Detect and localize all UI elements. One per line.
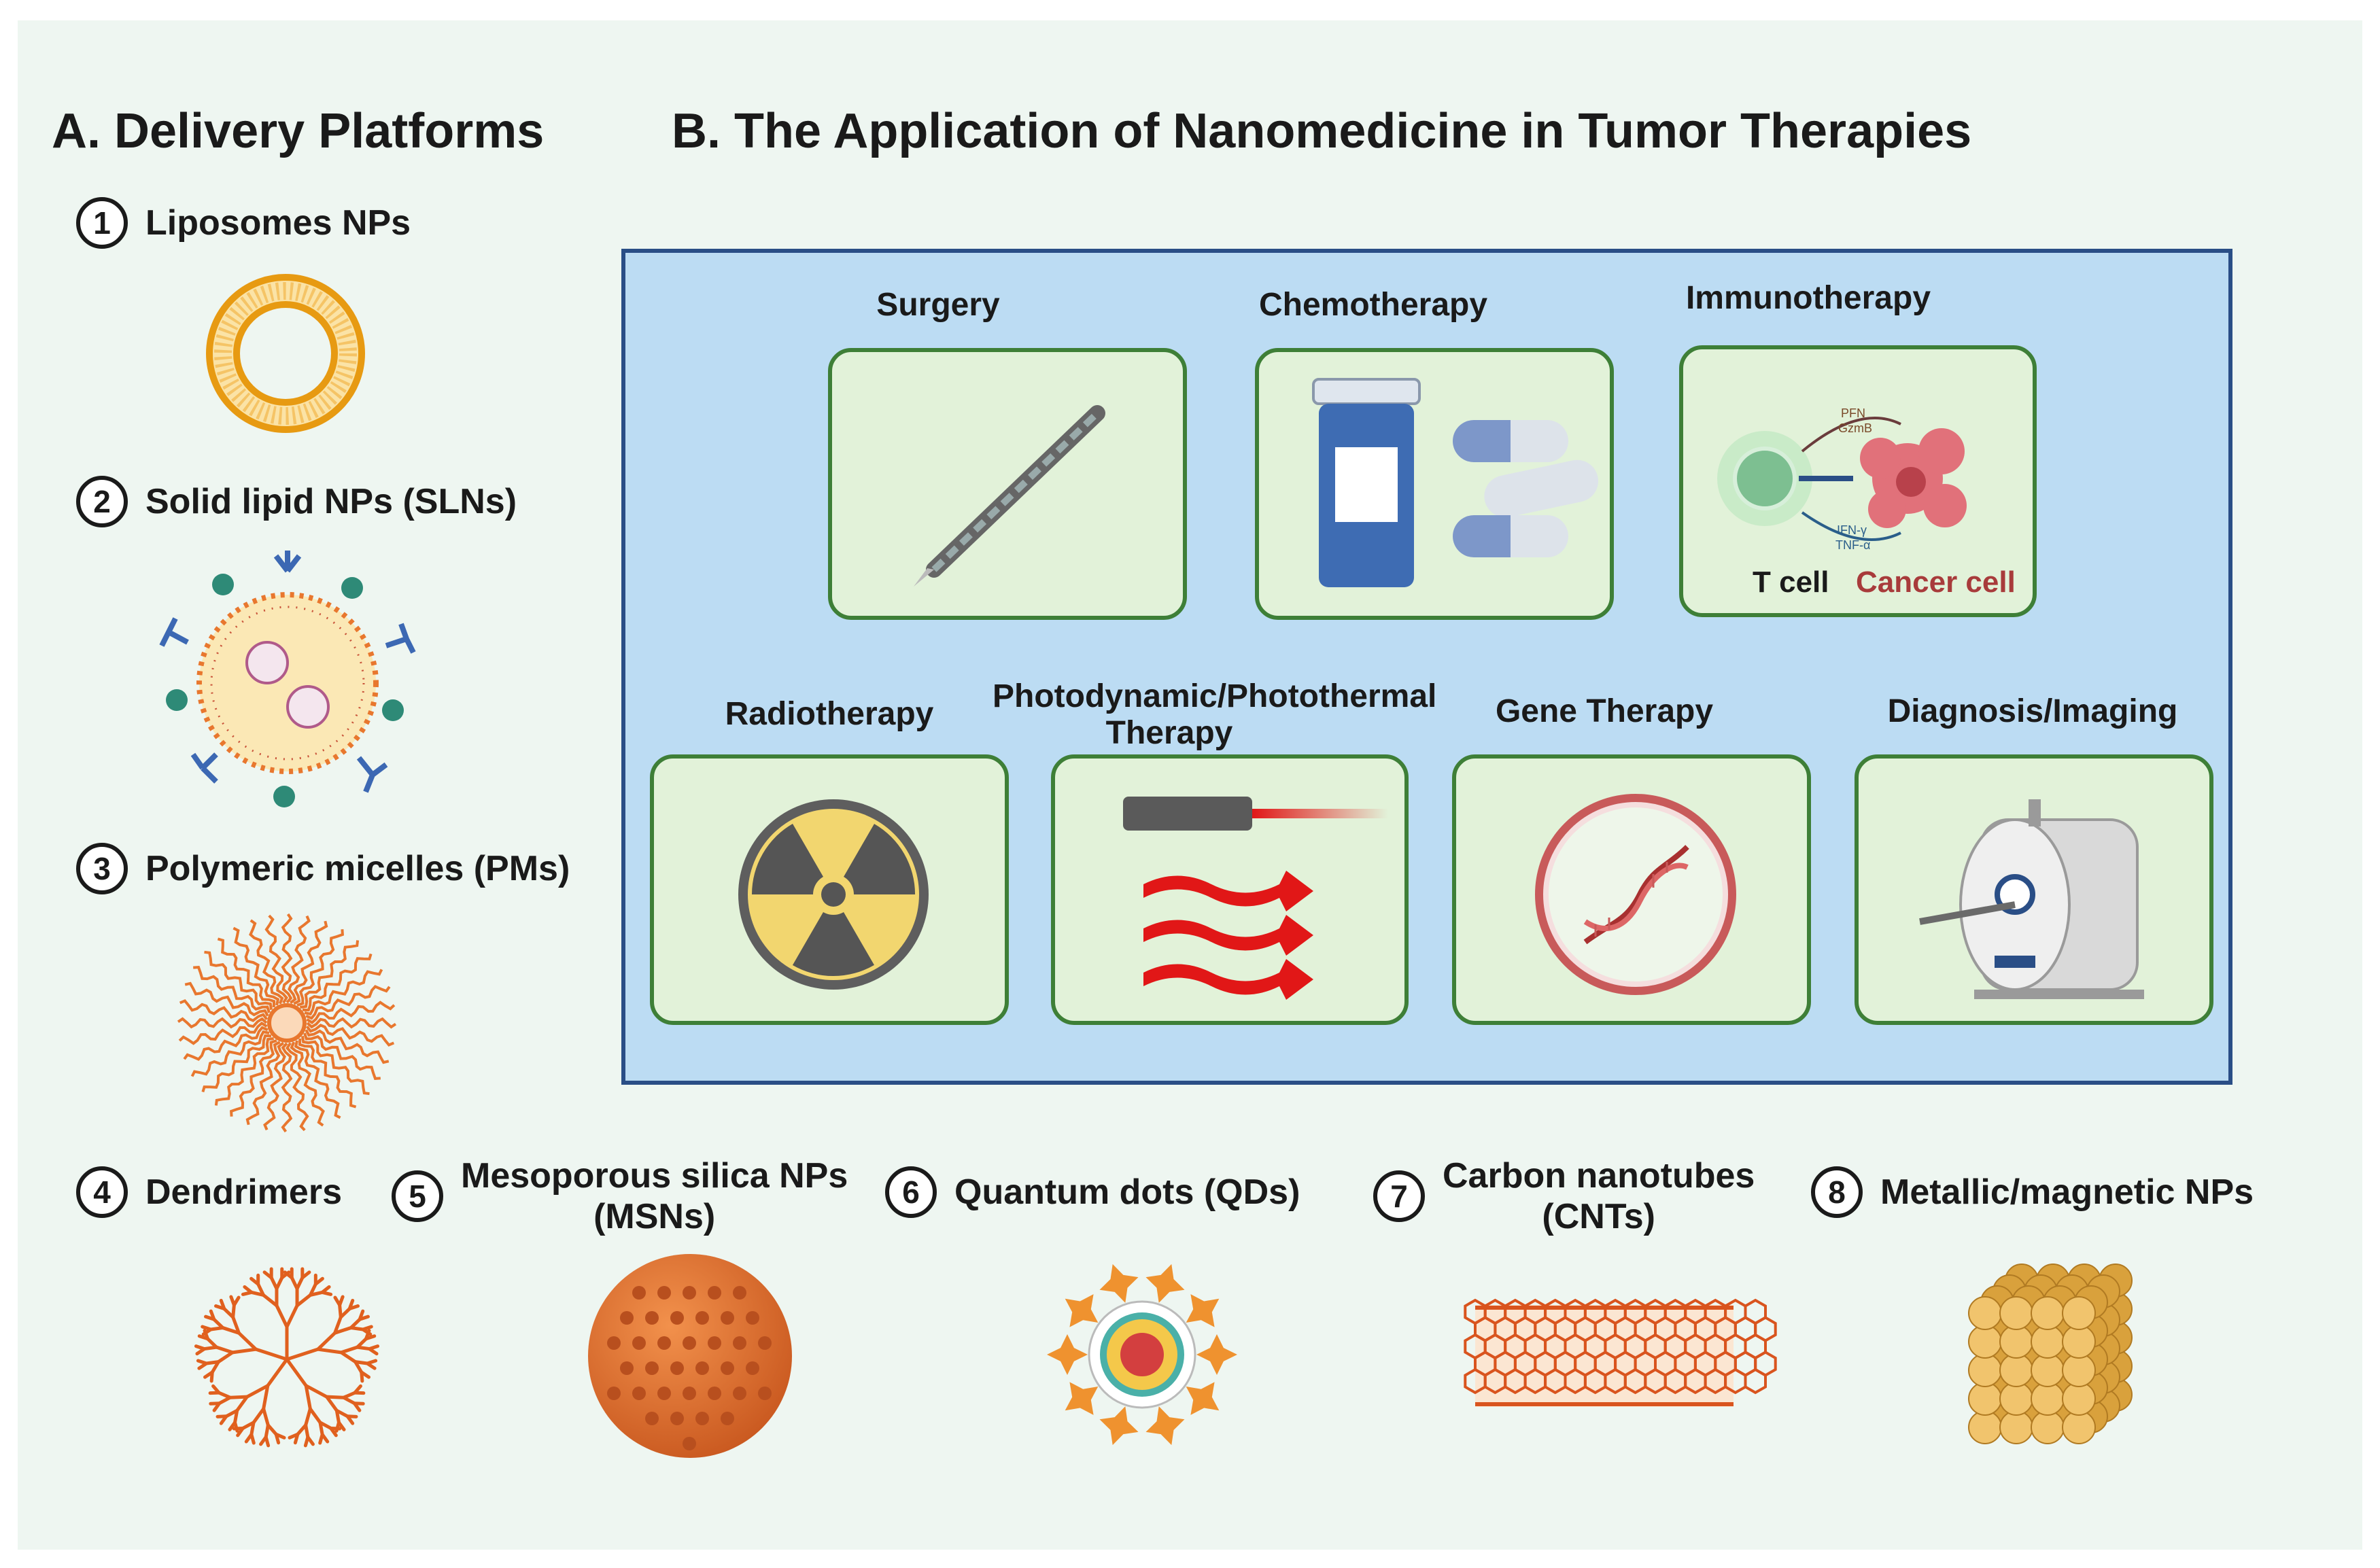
- section-b-title: B. The Application of Nanomedicine in Tu…: [672, 104, 1972, 158]
- label-line: (CNTs): [1542, 1197, 1655, 1236]
- number-badge: 1: [76, 197, 128, 249]
- section-a-title: A. Delivery Platforms: [52, 104, 545, 158]
- polymeric-micelle-icon: [177, 913, 397, 1133]
- card-surgery: [828, 348, 1187, 620]
- card-photodynamic: [1051, 754, 1409, 1025]
- therapy-panel: Surgery Chemotherapy: [621, 249, 2232, 1085]
- mini-label-pfn: PFN: [1841, 406, 1865, 420]
- platform-label: Metallic/magnetic NPs: [1880, 1172, 2254, 1212]
- platform-qds: 6 Quantum dots (QDs): [885, 1166, 1300, 1218]
- metallic-np-icon: [1968, 1264, 2133, 1444]
- mesoporous-silica-icon: [588, 1254, 792, 1458]
- immune-cell-icon: [1717, 417, 1967, 541]
- radiation-icon: [738, 799, 929, 990]
- card-title-diagnosis: Diagnosis/Imaging: [1887, 693, 2178, 729]
- t-cell-label: T cell: [1753, 565, 1829, 599]
- platform-msns: 5 Mesoporous silica NPs (MSNs): [392, 1155, 848, 1237]
- platform-dendrimers: 4 Dendrimers: [76, 1166, 342, 1218]
- dendrimer-icon: [194, 1267, 380, 1448]
- platform-label: Carbon nanotubes (CNTs): [1443, 1155, 1755, 1237]
- number-badge: 8: [1811, 1166, 1863, 1218]
- number-badge: 2: [76, 476, 128, 527]
- platform-slns: 2 Solid lipid NPs (SLNs): [76, 476, 517, 527]
- card-diagnosis-imaging: [1855, 754, 2213, 1025]
- liposome-icon: [206, 274, 365, 433]
- title-line: Therapy: [1105, 715, 1233, 751]
- card-radiotherapy: [650, 754, 1009, 1025]
- pill-bottle-icon: [1312, 378, 1599, 587]
- number-badge: 5: [392, 1170, 443, 1222]
- mini-label-gzmb: GzmB: [1838, 421, 1873, 435]
- card-title-chemotherapy: Chemotherapy: [1258, 287, 1488, 323]
- carbon-nanotube-icon: [1464, 1298, 1777, 1407]
- number-badge: 6: [885, 1166, 937, 1218]
- mri-scanner-icon: [1919, 799, 2144, 999]
- platform-label: Solid lipid NPs (SLNs): [145, 482, 517, 521]
- title-line: Photodynamic/Photothermal: [993, 678, 1437, 714]
- laser-icon: [1123, 797, 1388, 1000]
- platform-label: Mesoporous silica NPs (MSNs): [461, 1155, 848, 1237]
- solid-lipid-np-icon: [159, 551, 416, 807]
- platform-cnts: 7 Carbon nanotubes (CNTs): [1373, 1155, 1755, 1237]
- card-immunotherapy: PFN GzmB IFN-γ TNF-α T cell Cancer cell: [1679, 345, 2037, 617]
- platform-liposomes: 1 Liposomes NPs: [76, 197, 411, 249]
- label-line: Mesoporous silica NPs: [461, 1156, 848, 1196]
- scalpel-icon: [914, 405, 1105, 587]
- cancer-cell-label: Cancer cell: [1856, 565, 2016, 599]
- card-title-photodynamic: Photodynamic/Photothermal Therapy: [993, 678, 1437, 752]
- card-title-surgery: Surgery: [876, 287, 1000, 323]
- platform-pms: 3 Polymeric micelles (PMs): [76, 843, 570, 894]
- mini-label-tnf: TNF-α: [1835, 538, 1871, 552]
- platform-label: Quantum dots (QDs): [954, 1172, 1300, 1212]
- number-badge: 4: [76, 1166, 128, 1218]
- platform-label: Polymeric micelles (PMs): [145, 849, 570, 888]
- card-gene-therapy: [1452, 754, 1811, 1025]
- platform-label: Dendrimers: [145, 1172, 342, 1212]
- card-title-gene-therapy: Gene Therapy: [1495, 693, 1714, 729]
- platform-label: Liposomes NPs: [145, 203, 411, 243]
- label-line: Carbon nanotubes: [1443, 1156, 1755, 1196]
- card-title-radiotherapy: Radiotherapy: [725, 696, 934, 732]
- quantum-dot-icon: [1047, 1264, 1237, 1446]
- mini-label-ifn: IFN-γ: [1837, 523, 1867, 537]
- card-title-immunotherapy: Immunotherapy: [1685, 280, 1931, 316]
- number-badge: 7: [1373, 1170, 1425, 1222]
- card-chemotherapy: [1255, 348, 1614, 620]
- number-badge: 3: [76, 843, 128, 894]
- platform-metallic: 8 Metallic/magnetic NPs: [1811, 1166, 2254, 1218]
- dna-icon: [1535, 794, 1736, 995]
- label-line: (MSNs): [593, 1197, 716, 1236]
